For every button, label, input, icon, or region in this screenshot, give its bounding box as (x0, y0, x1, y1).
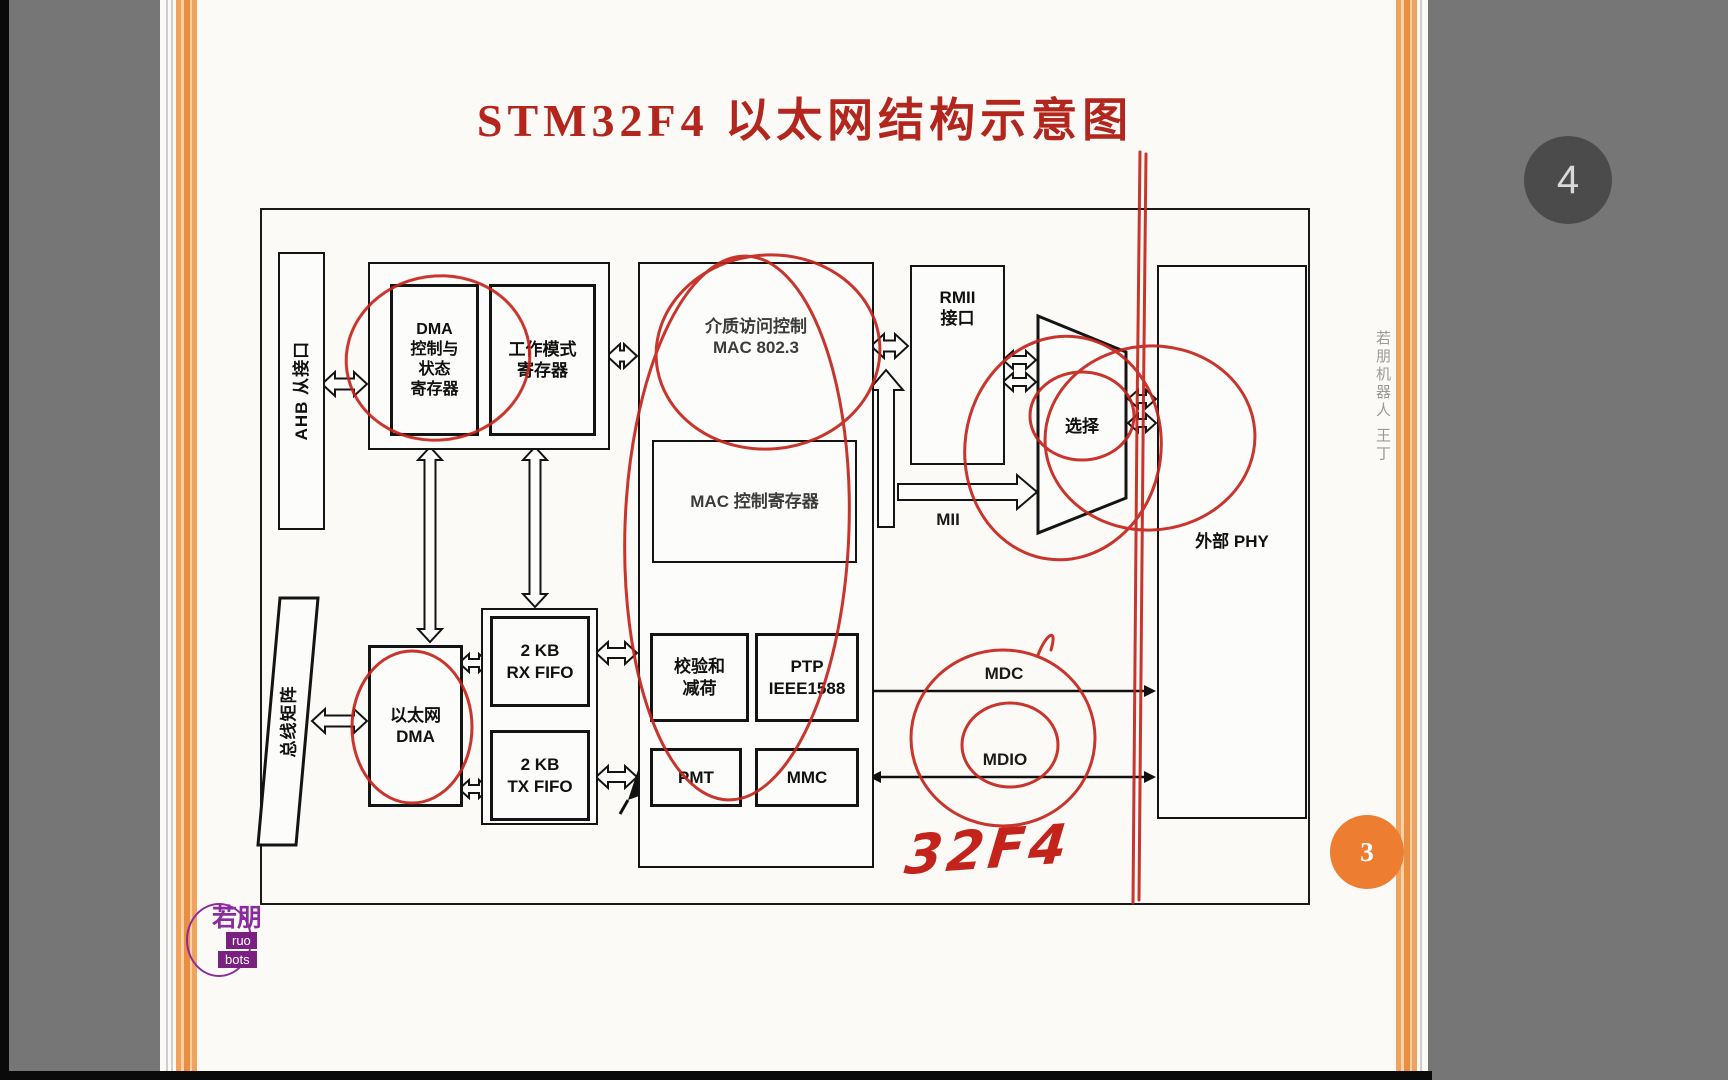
block-ahb-slave-interface: AHB 从接口 (278, 252, 325, 530)
slide-edge-line-left-1 (166, 0, 168, 1071)
block-ptp-ieee1588: PTP IEEE1588 (755, 633, 859, 722)
logo-sub2: bots (218, 951, 257, 968)
block-working-mode-registers: 工作模式 寄存器 (489, 284, 596, 436)
mdio-label: MDIO (982, 750, 1028, 769)
screen-edge-left (0, 0, 9, 1080)
ahb-label: AHB 从接口 (291, 341, 311, 441)
block-external-phy: 外部 PHY (1157, 265, 1307, 819)
block-mac-control-registers: MAC 控制寄存器 (652, 440, 857, 563)
slide-number-badge: 3 (1330, 815, 1404, 889)
logo-name-cn: 若朋 (212, 904, 263, 932)
mii-label: MII (936, 510, 960, 529)
block-bus-matrix: 总线矩阵 (256, 598, 318, 845)
slide-border-stripes-right (1396, 0, 1417, 1071)
mac-8023-label: 介质访问控制 MAC 802.3 (705, 317, 807, 358)
bus-matrix-label: 总线矩阵 (279, 685, 299, 758)
watermark-text: 若朋机器人 王丁 (1374, 330, 1391, 464)
slide-edge-line-right-1 (1420, 0, 1422, 1071)
slide-edge-line-left-2 (171, 0, 173, 1071)
slide-border-stripes-left (176, 0, 197, 1071)
handwritten-32f4: 32F4 (901, 811, 1074, 888)
block-rx-fifo: 2 KB RX FIFO (490, 616, 590, 707)
block-tx-fifo: 2 KB TX FIFO (490, 730, 590, 821)
slide-title: STM32F4 以太网结构示意图 (476, 95, 1134, 146)
block-ethernet-dma: 以太网 DMA (368, 645, 463, 807)
block-checksum-offload: 校验和 减荷 (650, 633, 749, 722)
block-mmc: MMC (755, 748, 859, 807)
block-dma-control-status-registers: DMA 控制与 状态 寄存器 (390, 284, 479, 436)
block-rmii-interface: RMII 接口 (910, 265, 1005, 465)
logo-sub1: ruo (226, 932, 257, 949)
block-select-mux: 选择 (1065, 417, 1099, 436)
screen-edge-bottom (0, 1071, 1432, 1080)
nav-page-badge[interactable]: 4 (1524, 136, 1612, 224)
block-pmt: PMT (650, 748, 742, 807)
mdc-label: MDC (984, 664, 1024, 683)
